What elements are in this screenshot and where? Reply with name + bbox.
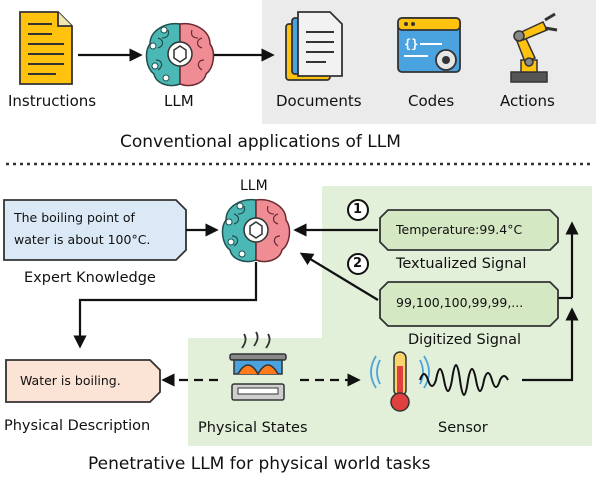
bottom-caption: Penetrative LLM for physical world tasks: [88, 454, 431, 474]
step-2-number: 2: [353, 256, 363, 271]
expert-knowledge-text-line2: water is about 100°C.: [14, 232, 151, 247]
llm-label-top: LLM: [164, 92, 194, 110]
expert-knowledge-text-line1: The boiling point of: [14, 210, 135, 225]
robot-arm-icon: [510, 12, 558, 83]
physical-states-label: Physical States: [198, 420, 308, 436]
codes-label: Codes: [408, 92, 455, 110]
documents-icon: [285, 11, 343, 81]
physical-description-text: Water is boiling.: [20, 373, 121, 388]
physical-description-label: Physical Description: [4, 418, 151, 434]
physical-description-box: [5, 359, 161, 403]
boiling-pot-icon: [229, 331, 287, 401]
digitized-signal-label: Digitized Signal: [408, 332, 522, 348]
step-2-circle: [347, 253, 369, 275]
expert-knowledge-box: [3, 199, 187, 261]
textualized-signal-box: [379, 209, 559, 251]
step-1-number: 1: [353, 202, 363, 217]
actions-label: Actions: [500, 92, 555, 110]
textualized-signal-value: Temperature:99.4°C: [396, 222, 523, 237]
documents-label: Documents: [276, 92, 362, 110]
digitized-signal-value: 99,100,100,99,99,...: [396, 295, 524, 310]
llm-brain-icon-top: [145, 22, 215, 87]
llm-label-bottom: LLM: [240, 178, 268, 194]
textualized-signal-label: Textualized Signal: [396, 256, 527, 272]
top-caption: Conventional applications of LLM: [120, 132, 401, 152]
thermometer-sensor-icon: [370, 351, 430, 412]
codes-window-icon: {}: [397, 17, 461, 73]
instructions-document-icon: [19, 11, 73, 85]
digitized-signal-box: [379, 281, 559, 327]
signal-waveform-icon: [419, 364, 509, 396]
svg-text:{}: {}: [404, 37, 418, 51]
llm-brain-icon-bottom: [221, 198, 291, 263]
instructions-label: Instructions: [8, 92, 97, 110]
sensor-label: Sensor: [438, 420, 488, 436]
step-1-circle: [347, 199, 369, 221]
expert-knowledge-label: Expert Knowledge: [24, 270, 156, 286]
